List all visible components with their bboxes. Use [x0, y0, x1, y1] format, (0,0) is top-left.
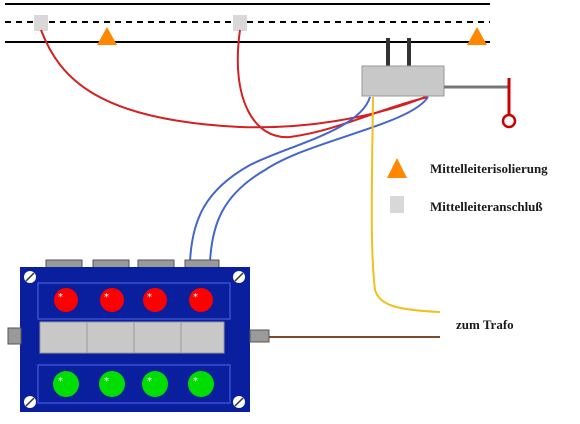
wire-red-2 [236, 29, 429, 139]
red-led-1 [54, 288, 78, 312]
control-panel: * * * * * * * * [7, 259, 270, 412]
svg-text:*: * [58, 376, 63, 387]
svg-text:*: * [147, 376, 152, 387]
green-led-1 [53, 371, 79, 397]
svg-text:*: * [104, 292, 109, 303]
green-leds: * * * * [53, 371, 214, 397]
panel-buttons [39, 321, 225, 354]
panel-screws [24, 271, 245, 408]
panel-button-1[interactable] [39, 321, 88, 354]
panel-connectors [45, 259, 220, 269]
wire-blue-1 [189, 96, 371, 263]
green-led-3 [142, 371, 168, 397]
legend-isolation-marker [387, 158, 407, 178]
middle-conductor-isolation-2 [467, 27, 487, 45]
signal-lamp [501, 113, 517, 129]
trafo-label: zum Trafo [456, 317, 514, 332]
red-leds: * * * * [54, 288, 213, 312]
green-led-4 [188, 371, 214, 397]
middle-conductor-connection-1 [34, 15, 48, 31]
signal-drive-box [361, 65, 445, 97]
signal-drive [361, 38, 517, 129]
led-frame-top [37, 282, 231, 320]
red-led-4 [189, 288, 213, 312]
red-led-3 [143, 288, 167, 312]
middle-conductor-isolation-1 [97, 27, 117, 45]
green-led-2 [99, 371, 125, 397]
svg-text:*: * [58, 292, 63, 303]
legend-connection-marker [390, 196, 404, 213]
svg-text:*: * [104, 376, 109, 387]
svg-text:*: * [147, 292, 152, 303]
track [5, 3, 490, 43]
svg-text:*: * [193, 292, 198, 303]
wire-blue-2 [209, 96, 429, 263]
middle-conductor-connection-2 [233, 15, 247, 31]
red-led-2 [100, 288, 124, 312]
legend-connection-label: Mittelleiteranschluß [430, 199, 543, 214]
panel-button-3[interactable] [133, 321, 182, 354]
panel-button-2[interactable] [86, 321, 135, 354]
wire-yellow [370, 96, 441, 313]
panel-side-connector-left [7, 327, 22, 345]
panel-side-connector-right [249, 329, 270, 343]
panel-button-4[interactable] [180, 321, 225, 354]
legend-isolation-label: Mittelleiterisolierung [430, 161, 548, 176]
led-frame-bottom [37, 364, 231, 404]
svg-text:*: * [193, 376, 198, 387]
